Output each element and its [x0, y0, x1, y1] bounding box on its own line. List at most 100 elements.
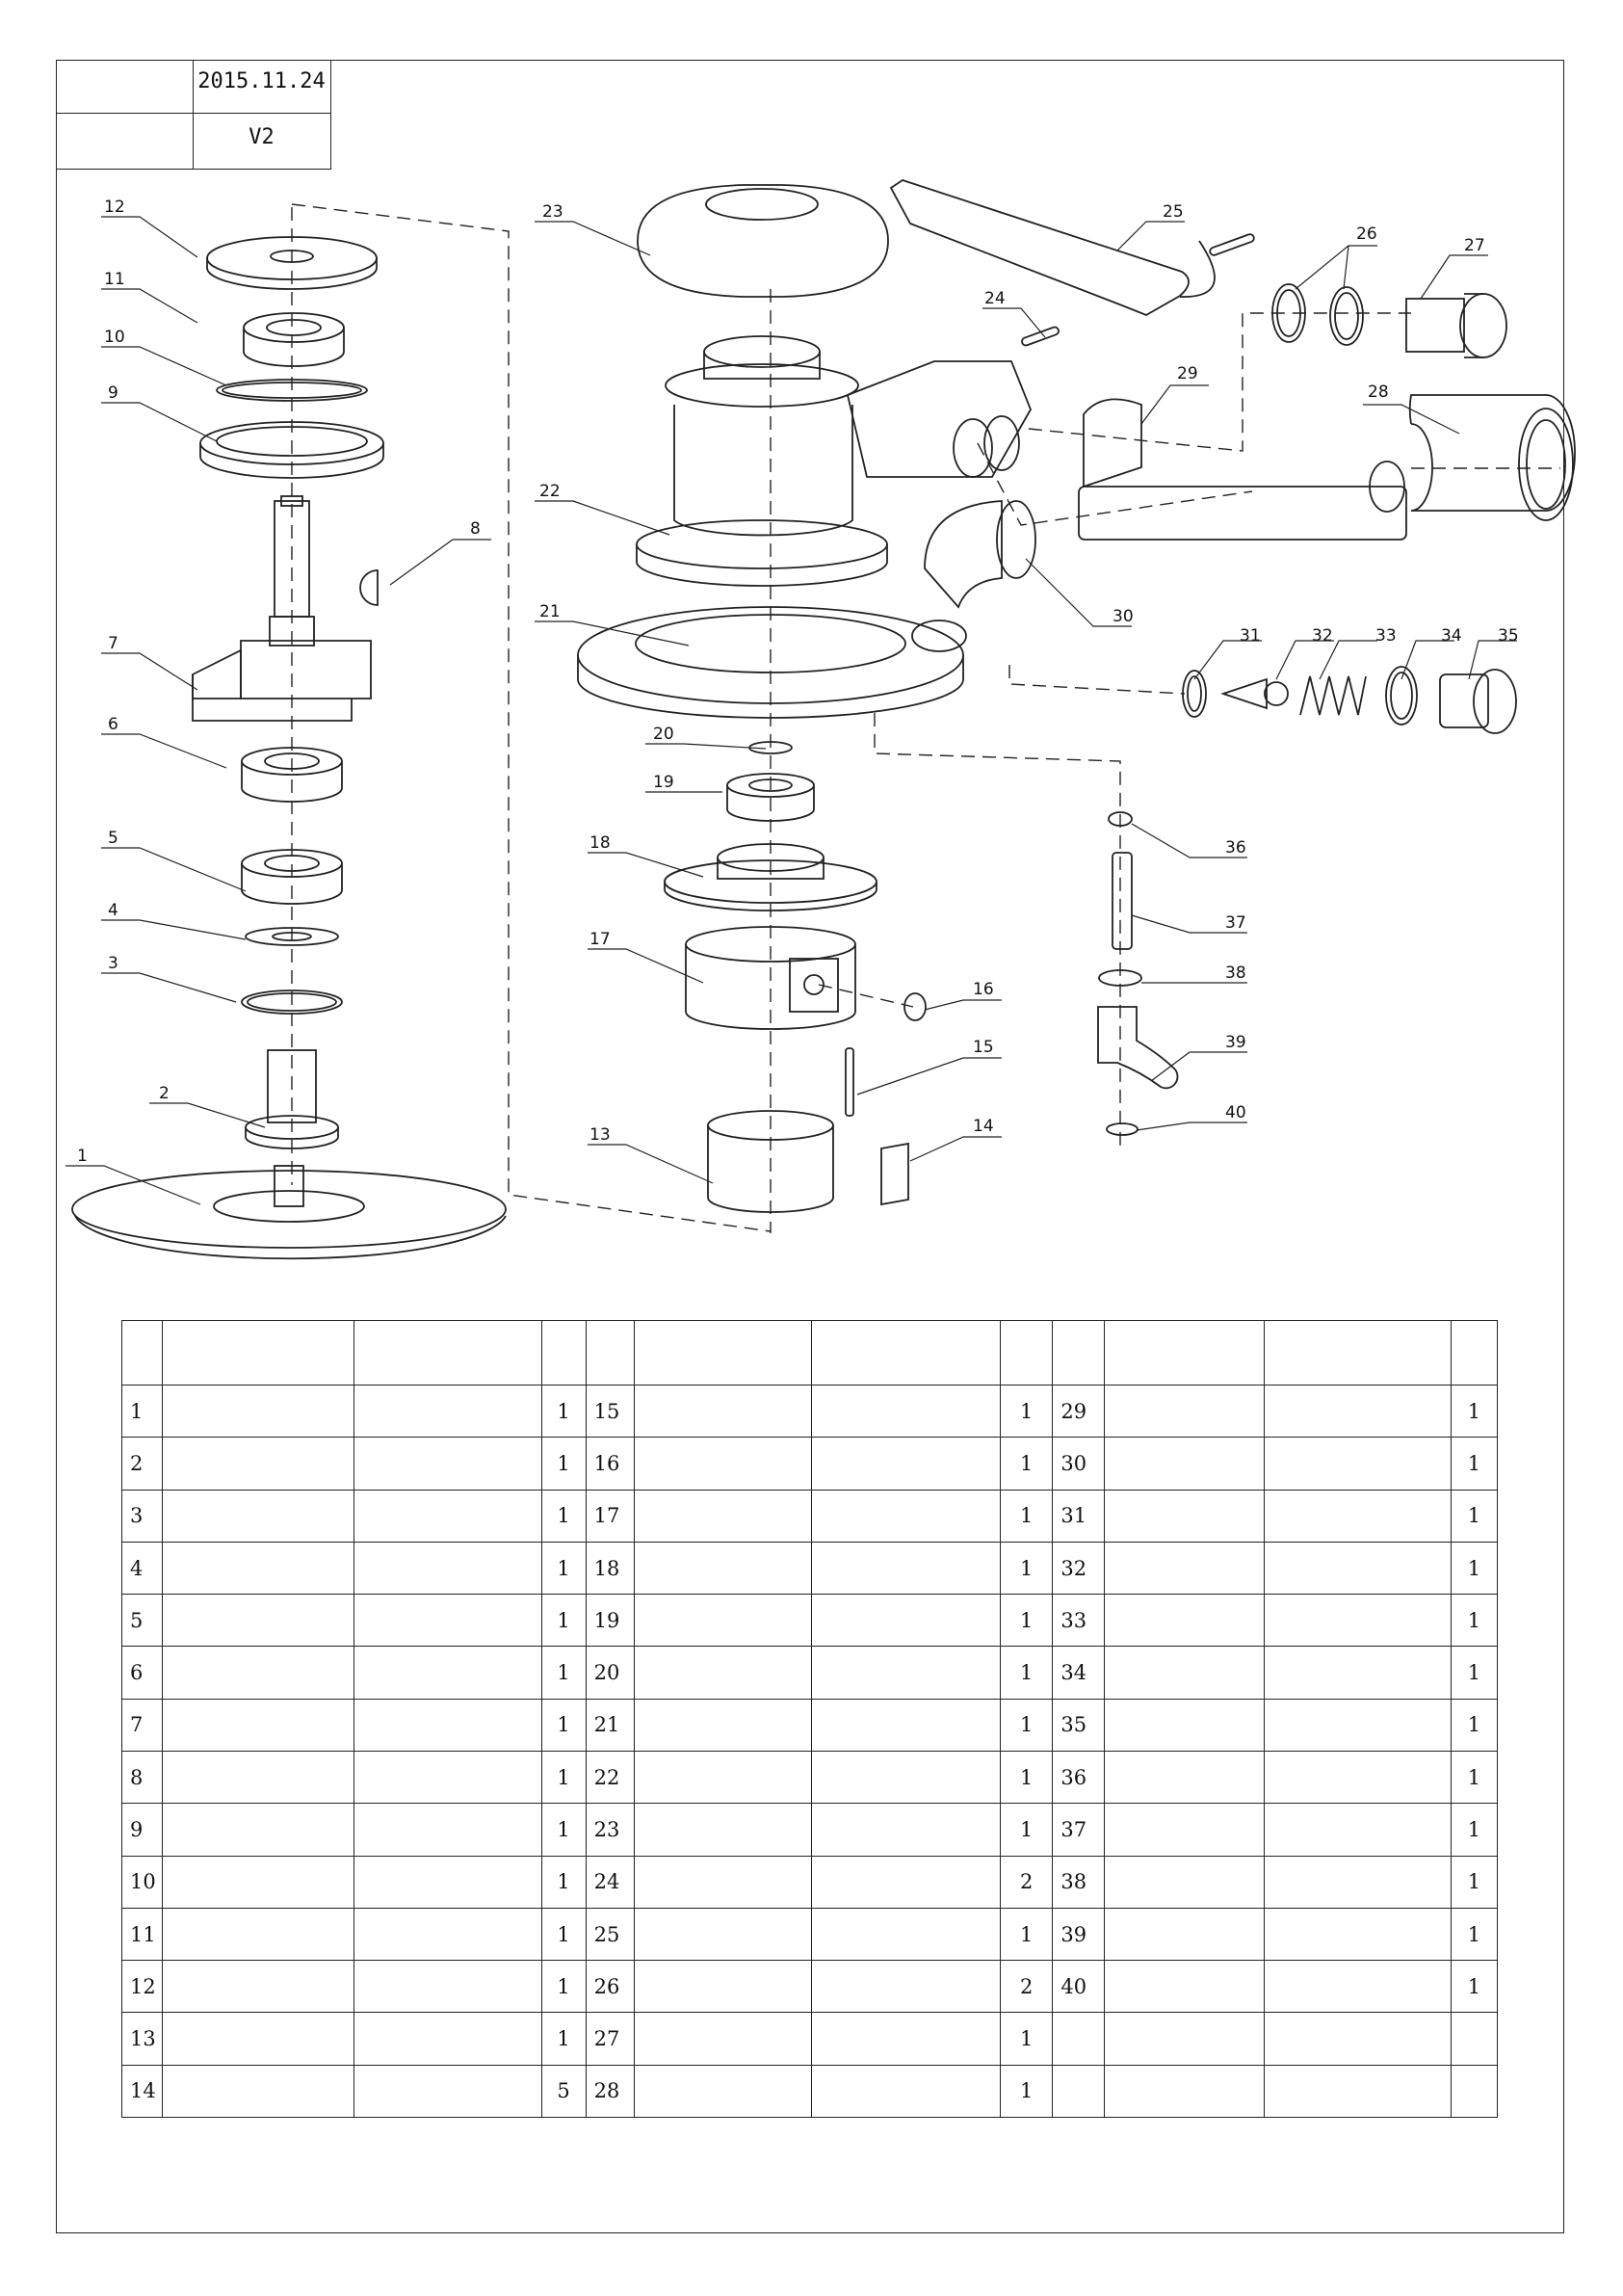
part-number-cell: 7 [120, 1698, 164, 1753]
qty-cell: 1 [540, 1751, 587, 1805]
part-40-shape [1106, 1122, 1139, 1136]
qty-cell: 1 [540, 1541, 587, 1596]
part-number-cell: 30 [1052, 1437, 1105, 1491]
part-spec-cell [811, 1489, 1002, 1543]
part-24-shape [1021, 326, 1060, 347]
part-14-shape [880, 1142, 909, 1206]
qty-cell: 1 [1450, 1541, 1499, 1596]
qty-cell [1450, 2064, 1499, 2119]
qty-cell: 1 [540, 1698, 587, 1753]
label-part-22: 22 [539, 482, 561, 501]
part-spec-cell [811, 1594, 1002, 1648]
part-spec-cell [353, 1855, 542, 1909]
table-header-row [120, 1319, 1499, 1386]
part-number-cell: 15 [585, 1385, 635, 1438]
part-31-shape [1182, 670, 1207, 718]
qty-cell: 1 [1450, 1803, 1499, 1857]
exploded-view-drawing: 12 11 10 9 8 7 6 5 4 3 2 1 23 22 21 20 1… [65, 179, 1576, 1260]
label-part-10: 10 [104, 328, 125, 347]
qty-cell: 1 [1450, 1646, 1499, 1700]
part-spec-cell [353, 1698, 542, 1753]
part-name-cell [633, 1907, 813, 1962]
label-part-9: 9 [108, 383, 118, 403]
label-part-7: 7 [108, 634, 118, 653]
part-39-shape [1097, 1006, 1179, 1090]
part-spec-cell [811, 1803, 1002, 1857]
part-name-cell [162, 1751, 354, 1805]
part-number-cell: 1 [120, 1385, 164, 1438]
part-number-cell: 14 [120, 2064, 164, 2119]
part-name-cell [162, 1907, 354, 1962]
part-spec-cell [1264, 1489, 1452, 1543]
part-name-cell [162, 1594, 354, 1648]
label-part-30: 30 [1113, 607, 1134, 626]
part-number-cell: 22 [585, 1751, 635, 1805]
part-spec-cell [353, 1646, 542, 1700]
part-number-cell: 20 [585, 1646, 635, 1700]
part-name-cell [1103, 1489, 1266, 1543]
qty-cell [1450, 2012, 1499, 2066]
part-number-cell: 38 [1052, 1855, 1105, 1909]
part-name-cell [633, 1594, 813, 1648]
part-name-cell [1103, 1855, 1266, 1909]
part-number-cell: 18 [585, 1541, 635, 1596]
label-part-5: 5 [108, 829, 118, 848]
part-28-shape [1408, 394, 1576, 512]
part-spec-cell [1264, 1855, 1452, 1909]
part-26-shape-b [1329, 286, 1364, 346]
part-number-cell: 5 [120, 1594, 164, 1648]
part-name-cell [1103, 1960, 1266, 2014]
qty-cell: 1 [1450, 1855, 1499, 1909]
date-label: 2015.11.24 [197, 69, 326, 93]
label-part-3: 3 [108, 954, 118, 973]
part-22-shape [703, 335, 821, 368]
part-spec-cell [353, 1385, 542, 1438]
qty-cell: 1 [1000, 1489, 1054, 1543]
part-name-cell [1103, 1385, 1266, 1438]
label-part-29: 29 [1177, 364, 1198, 383]
qty-cell: 1 [1000, 1698, 1054, 1753]
part-number-cell: 19 [585, 1594, 635, 1648]
part-number-cell: 4 [120, 1541, 164, 1596]
part-spec-cell [1264, 1646, 1452, 1700]
part-spec-cell [353, 2012, 542, 2066]
label-part-21: 21 [539, 602, 561, 621]
label-part-15: 15 [973, 1038, 994, 1057]
qty-cell: 2 [1000, 1855, 1054, 1909]
qty-cell: 2 [1000, 1960, 1054, 2014]
part-spec-cell [1264, 1907, 1452, 1962]
part-33-shape [1299, 675, 1367, 716]
label-part-26: 26 [1356, 224, 1377, 244]
part-spec-cell [1264, 1960, 1452, 2014]
part-number-cell: 40 [1052, 1960, 1105, 2014]
part-name-cell [1103, 1751, 1266, 1805]
qty-cell: 1 [1000, 1803, 1054, 1857]
part-spec-cell [353, 1751, 542, 1805]
qty-cell: 1 [540, 2012, 587, 2066]
title-block: 2015.11.24 V2 [56, 60, 331, 170]
label-part-37: 37 [1225, 913, 1246, 933]
part-name-cell [162, 1803, 354, 1857]
part-name-cell [1103, 1541, 1266, 1596]
part-1-shape [71, 1170, 507, 1249]
part-name-cell [633, 1698, 813, 1753]
part-spec-cell [811, 1698, 1002, 1753]
label-part-8: 8 [470, 519, 481, 539]
part-number-cell: 8 [120, 1751, 164, 1805]
label-part-23: 23 [542, 202, 563, 222]
qty-cell: 1 [540, 1803, 587, 1857]
part-spec-cell [353, 1437, 542, 1491]
qty-cell: 1 [1450, 1698, 1499, 1753]
part-name-cell [162, 1698, 354, 1753]
part-number-cell: 17 [585, 1489, 635, 1543]
part-number-cell: 16 [585, 1437, 635, 1491]
qty-cell: 1 [1450, 1489, 1499, 1543]
part-name-cell [633, 1803, 813, 1857]
label-part-40: 40 [1225, 1103, 1246, 1122]
part-number-cell: 6 [120, 1646, 164, 1700]
qty-cell: 1 [540, 1489, 587, 1543]
